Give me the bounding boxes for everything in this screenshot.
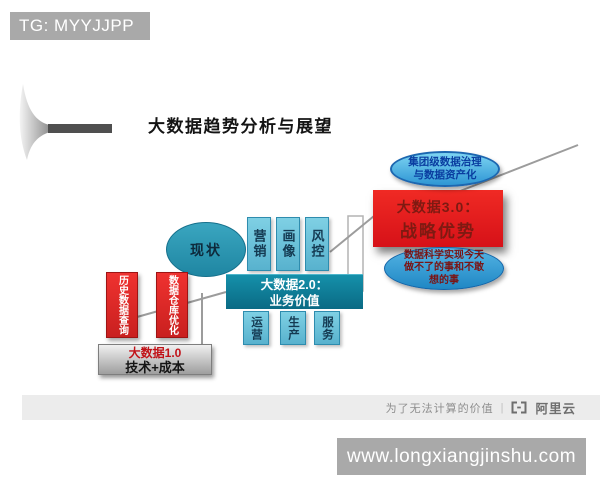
stage3-title: 大数据3.0： [396,199,480,215]
status-ellipse: 现状 [166,222,246,277]
site-watermark-badge: www.longxiangjinshu.com [337,438,586,475]
footer-divider: | [500,401,504,414]
pillar-service: 服务 [314,311,340,345]
aliyun-brackets-icon [511,401,527,414]
stage2-title: 大数据2.0： [260,278,329,292]
science-ellipse: 数据科学实现今天 做不了的事和不敢 想的事 [384,247,504,290]
stage3-subtitle: 战略优势 [400,222,476,241]
telegram-watermark-text: TG: MYYJJPP [19,16,135,35]
pillar-warehouse-optimization-label: 数据仓库优化 [166,275,178,335]
governance-ellipse: 集团级数据治理 与数据资产化 [390,151,500,187]
governance-line1: 集团级数据治理 [408,155,482,168]
stage2-subtitle: 业务价值 [269,294,320,309]
science-line2: 做不了的事和不敢 [404,262,484,274]
stage2-box: 大数据2.0： 业务价值 [226,274,363,309]
science-line1: 数据科学实现今天 [404,249,484,261]
governance-line2: 与数据资产化 [413,169,477,181]
pillar-profiling: 画像 [276,217,300,271]
footer-slogan: 为了无法计算的价值 [385,402,494,415]
horn-decoration [19,84,112,160]
slide-footer-strip: 为了无法计算的价值 | 阿里云 [22,395,600,420]
stage1-title: 大数据1.0 [128,346,182,360]
site-watermark-text: www.longxiangjinshu.com [346,445,577,467]
science-line3: 想的事 [429,274,459,286]
pillar-profiling-label: 画像 [280,229,296,259]
status-label: 现状 [190,241,222,258]
slide-title: 大数据趋势分析与展望 [148,117,333,136]
pillar-service-label: 服务 [321,315,333,341]
pillar-warehouse-optimization: 数据仓库优化 [156,272,188,338]
stage1-subtitle: 技术+成本 [125,360,185,376]
pillar-production-label: 生产 [287,315,299,341]
pillar-production: 生产 [280,311,306,345]
pillar-marketing-label: 营销 [251,229,267,259]
pillar-risk-control: 风控 [305,217,329,271]
pillar-history-query: 历史数据查询 [106,272,138,338]
pillar-operations: 运营 [243,311,269,345]
pillar-marketing: 营销 [247,217,271,271]
footer-brand: 阿里云 [535,402,576,416]
stage3-box: 大数据3.0： 战略优势 [373,190,503,247]
pillar-history-query-label: 历史数据查询 [116,275,128,335]
telegram-watermark-badge: TG: MYYJJPP [10,12,150,40]
pillar-risk-control-label: 风控 [309,229,325,259]
pillar-operations-label: 运营 [250,315,262,341]
stage1-box: 大数据1.0 技术+成本 [98,344,212,375]
